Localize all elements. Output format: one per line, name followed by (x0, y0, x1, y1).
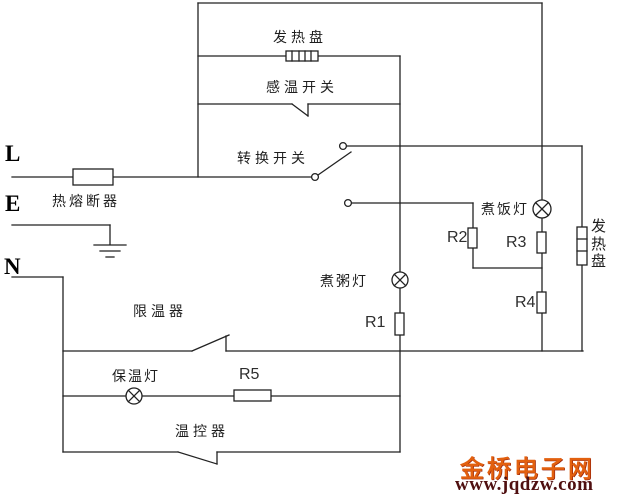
resistor-r5-label: R5 (239, 366, 260, 383)
keepwarm-lamp-symbol (125, 387, 143, 405)
temp-limiter-switch-symbol (191, 334, 230, 352)
watermark-site-url: www.jqdzw.com (455, 474, 594, 495)
changeover-switch-symbol (310, 141, 353, 208)
keepwarm-lamp-label: 保温灯 (112, 369, 160, 385)
temp-limiter-label: 限温器 (133, 304, 187, 320)
resistor-r2-symbol (467, 227, 478, 249)
resistor-r4-symbol (536, 291, 547, 314)
resistor-r1-label: R1 (365, 314, 386, 331)
heating-plate-right-symbol (576, 226, 588, 266)
thermal-fuse-label: 热熔断器 (52, 194, 120, 210)
terminal-earth: E (5, 191, 21, 216)
porridge-lamp-label: 煮粥灯 (320, 274, 368, 290)
terminal-live: L (5, 141, 21, 166)
resistor-r4-label: R4 (515, 294, 536, 311)
resistor-r3-label: R3 (506, 234, 527, 251)
thermostat-label: 温控器 (175, 424, 229, 440)
resistor-r3-symbol (536, 231, 547, 254)
thermostat-switch-symbol (177, 451, 218, 465)
resistor-r1-symbol (394, 312, 405, 336)
heating-plate-right-label: 发热盘 (590, 217, 606, 270)
temp-sensing-switch-symbol (291, 103, 309, 117)
resistor-r2-label: R2 (447, 229, 468, 246)
earth-ground-symbol (93, 244, 127, 258)
wires (11, 2, 584, 453)
thermal-fuse-symbol (72, 168, 114, 186)
porridge-lamp-symbol (391, 271, 409, 289)
rice-lamp-symbol (532, 199, 552, 219)
changeover-switch-label: 转换开关 (237, 151, 309, 167)
temp-sensing-switch-label: 感温开关 (266, 80, 338, 96)
heating-plate-top-symbol (285, 50, 319, 62)
terminal-neutral: N (4, 254, 21, 279)
rice-lamp-label: 煮饭灯 (481, 202, 529, 218)
heating-plate-top-label: 发热盘 (273, 30, 327, 46)
resistor-r5-symbol (233, 389, 272, 402)
watermark-site-name: 金桥电子网 (460, 455, 595, 483)
